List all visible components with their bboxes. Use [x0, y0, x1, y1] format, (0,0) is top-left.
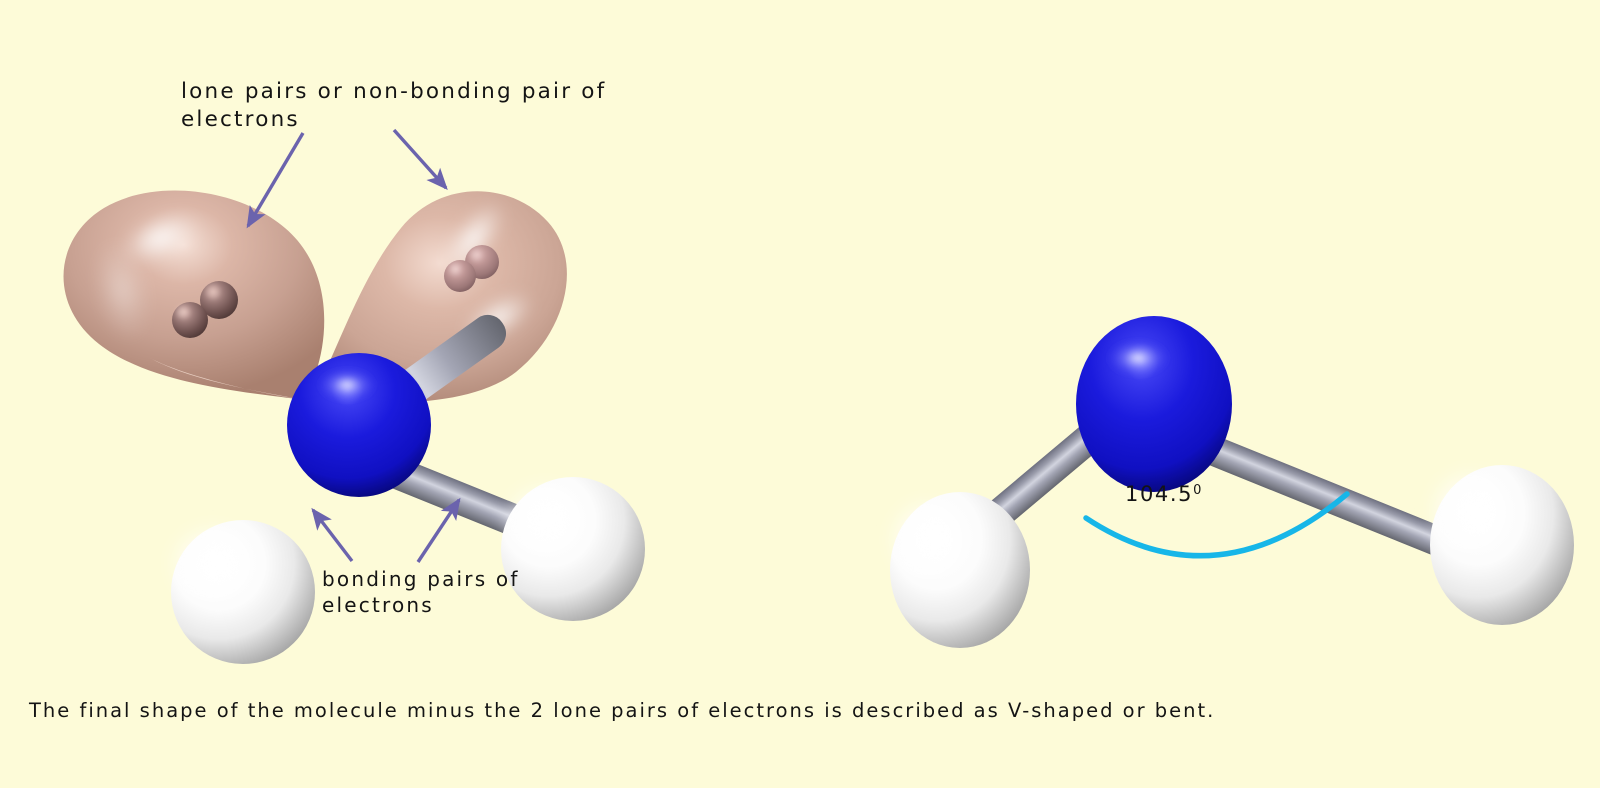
arrow-to-right-bond	[416, 497, 461, 563]
left-hydrogen-right	[501, 477, 645, 621]
right-hydrogen-left	[886, 492, 1030, 648]
bond-o-h-right	[1148, 415, 1486, 570]
left-molecule-group	[63, 190, 645, 664]
left-oxygen-atom	[287, 353, 431, 497]
lone-pair-electrons-left	[172, 281, 238, 338]
bond-angle-label: 104.50	[1125, 481, 1201, 508]
lone-pair-lobe-left	[63, 190, 325, 400]
right-oxygen-atom	[1076, 316, 1232, 492]
lone-pair-electrons-right	[444, 245, 499, 292]
right-molecule-group	[886, 316, 1574, 648]
oxygen-highlight	[1106, 339, 1170, 377]
bond-angle-arc	[1083, 491, 1350, 559]
arrow-to-right-lobe	[392, 128, 448, 191]
lobe-right-highlight	[442, 201, 506, 275]
degree-symbol: 0	[1193, 483, 1202, 498]
bonding-pairs-label: bonding pairs of electrons	[322, 567, 520, 617]
bond-angle-value: 104.5	[1125, 482, 1194, 506]
lobe-left-highlight	[120, 212, 200, 264]
oxygen-highlight	[317, 368, 377, 402]
annotation-arrows	[246, 128, 461, 563]
arrow-to-left-lobe	[246, 132, 305, 229]
figure-caption: The final shape of the molecule minus th…	[29, 699, 1216, 722]
left-hydrogen-left	[167, 520, 315, 664]
right-hydrogen-right	[1426, 465, 1574, 625]
arrow-to-left-bond	[311, 507, 354, 563]
lone-pairs-label: lone pairs or non-bonding pair of electr…	[181, 79, 607, 132]
